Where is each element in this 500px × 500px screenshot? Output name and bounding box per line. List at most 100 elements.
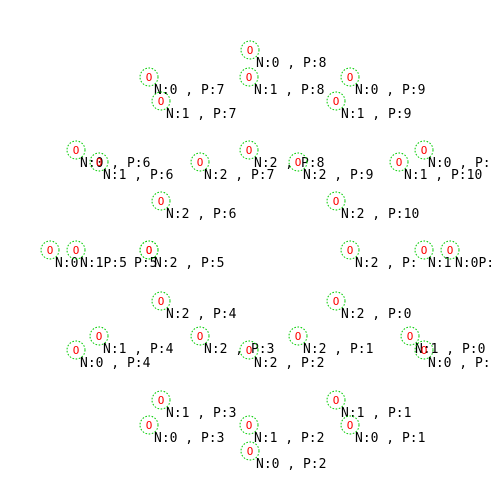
node-ring-icon (240, 441, 260, 461)
node-marker: O (158, 95, 165, 108)
node-ring-icon (288, 152, 308, 172)
graph-node: ON:0 , P:6 (66, 140, 150, 171)
node-ring-icon (151, 191, 171, 211)
node-label: N:2 , P: (355, 256, 418, 271)
node-marker: O (246, 144, 253, 157)
node-ring-icon (151, 291, 171, 311)
node-marker: O (333, 394, 340, 407)
node-label: N:1 (428, 256, 451, 271)
graph-node: ON:1 , P:7 (151, 91, 236, 122)
node-marker: O (158, 394, 165, 407)
node-ring-icon (414, 140, 434, 160)
node-label: N:2 , P:0 (341, 307, 411, 322)
node-ring-icon (190, 326, 210, 346)
node-label: N:2 , P:4 (166, 307, 237, 322)
node-ring-icon (89, 152, 109, 172)
node-marker: O (247, 445, 254, 458)
graph-node: ON:1 , P:1 (326, 390, 411, 421)
node-marker: O (158, 195, 165, 208)
node-label: N:1 , P:6 (103, 168, 173, 183)
graph-node: ON:1P:5 (66, 240, 127, 271)
node-label: N:0 , P: (428, 356, 491, 371)
node-label: N:2 , P:10 (341, 207, 419, 222)
node-ring-icon (440, 240, 460, 260)
node-label: N:1 , P:9 (341, 107, 411, 122)
graph-node: ON:2 , P: (340, 240, 418, 271)
node-marker: O (347, 71, 354, 84)
graph-node: ON:0 , P:8 (240, 40, 326, 71)
node-marker: O (333, 195, 340, 208)
node-ring-icon (239, 340, 259, 360)
node-label: N:0 , P:9 (355, 83, 425, 98)
graph-node: ON:2 , P:2 (239, 340, 324, 371)
node-ring-icon (326, 191, 346, 211)
node-label: N:2 , P:2 (254, 356, 324, 371)
node-marker: O (47, 244, 54, 257)
node-label: N:2 , P:1 (303, 342, 373, 357)
node-ring-icon (326, 91, 346, 111)
node-ring-icon (239, 415, 259, 435)
graph-node: ON:1 , P:10 (389, 152, 482, 183)
node-label: N:0 , P:2 (256, 457, 326, 472)
node-ring-icon (400, 326, 420, 346)
node-label: N:0 , P:4 (80, 356, 151, 371)
graph-node: ON:0 , P:1 (340, 415, 425, 446)
node-ring-icon (151, 91, 171, 111)
node-ring-icon (414, 340, 434, 360)
node-ring-icon (190, 152, 210, 172)
graph-node: ON:2 , P:9 (288, 152, 373, 183)
node-marker: O (421, 244, 428, 257)
node-ring-icon (326, 291, 346, 311)
node-label: N:0 , P:3 (154, 431, 224, 446)
graph-node: ON:2 , P:10 (326, 191, 419, 222)
node-ring-icon (139, 67, 159, 87)
node-marker: O (197, 330, 204, 343)
node-marker: O (146, 244, 153, 257)
graph-node: ON:1 , P:3 (151, 390, 236, 421)
node-marker: O (396, 156, 403, 169)
graph-node: ON:2 , P:3 (190, 326, 274, 357)
node-marker: O (246, 419, 253, 432)
node-label: N:0 (55, 256, 78, 271)
node-label: N:0P: (455, 256, 494, 271)
node-label: N:0 , P:1 (355, 431, 425, 446)
node-label: N:1 , P:2 (254, 431, 324, 446)
node-label: N:2 , P:3 (204, 342, 274, 357)
node-ring-icon (240, 40, 260, 60)
node-marker: O (246, 71, 253, 84)
graph-node: ON:0 , P:2 (240, 441, 326, 472)
node-label: N:1 , P:4 (103, 342, 174, 357)
graph-node: ON:1 , P:4 (89, 326, 174, 357)
node-label: N:1P:5 (80, 256, 127, 271)
graph-node: ON:0 , P:3 (139, 415, 224, 446)
graph-node: ON:1 , P:6 (89, 152, 173, 183)
node-label: N:1 , P:10 (404, 168, 482, 183)
graph-node: ON:2 , P:5 (139, 240, 224, 271)
node-label: N:0 , P:6 (80, 156, 150, 171)
node-ring-icon (340, 415, 360, 435)
graph-node: ON:2 , P:7 (190, 152, 274, 183)
graph-node: ON:2 , P:1 (288, 326, 373, 357)
node-ring-icon (66, 340, 86, 360)
node-ring-icon (66, 240, 86, 260)
node-label: N:0 , P:7 (154, 83, 224, 98)
graph-node: ON:1 (414, 240, 451, 271)
node-ring-icon (239, 67, 259, 87)
node-label: N:1 , P:7 (166, 107, 236, 122)
node-label: N:2 , P:5 (154, 256, 224, 271)
node-marker: O (158, 295, 165, 308)
graph-node: ON:2 , P:4 (151, 291, 237, 322)
node-marker: O (197, 156, 204, 169)
node-marker: O (246, 344, 253, 357)
node-marker: O (73, 144, 80, 157)
node-marker: O (247, 44, 254, 57)
node-ring-icon (139, 240, 159, 260)
graph-node: ON:0 , P:7 (139, 67, 224, 98)
node-ring-icon (340, 240, 360, 260)
node-marker: O (421, 144, 428, 157)
node-marker: O (421, 344, 428, 357)
node-ring-icon (139, 415, 159, 435)
graph-node: ON:1 , P:8 (239, 67, 324, 98)
node-label: N:0 , P: (428, 156, 491, 171)
